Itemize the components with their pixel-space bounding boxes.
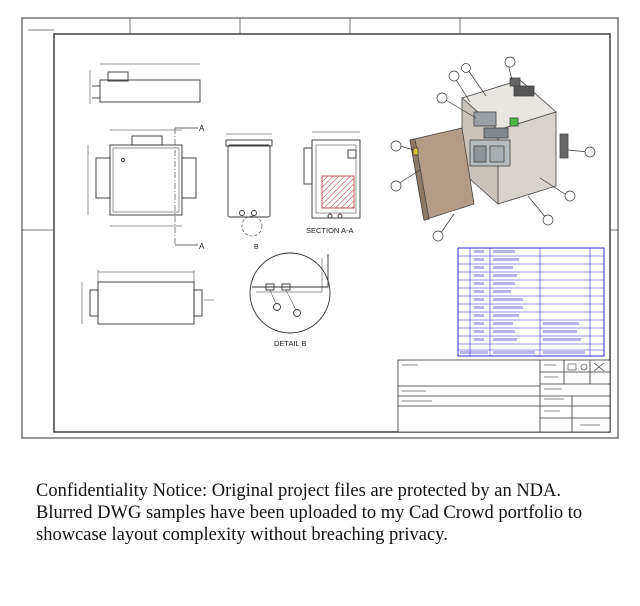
confidentiality-notice: Confidentiality Notice: Original project…: [36, 481, 583, 545]
cut-label-bottom: A: [199, 242, 205, 251]
cut-label-top: A: [199, 124, 205, 133]
section-label: SECTION A-A: [306, 226, 354, 235]
detail-view: [249, 252, 331, 334]
bottom-view: [81, 270, 214, 325]
top-view: [89, 63, 201, 104]
title-block-blurred-text: [402, 364, 600, 426]
section-view: [303, 131, 361, 219]
detail-callout: B: [254, 244, 259, 251]
inner-frame: [53, 33, 611, 433]
side-view: [225, 133, 273, 237]
section-hatch: [321, 175, 355, 209]
balloon-callouts: [390, 56, 596, 242]
detail-label: DETAIL B: [274, 339, 307, 348]
title-block: [397, 359, 611, 433]
exploded-isometric-view: [409, 77, 569, 221]
engineering-drawing-sheet: A A B SECTION A-A: [21, 17, 619, 439]
zone-ticks: [22, 18, 618, 231]
front-view: [87, 127, 198, 246]
bom-table: [457, 247, 605, 357]
